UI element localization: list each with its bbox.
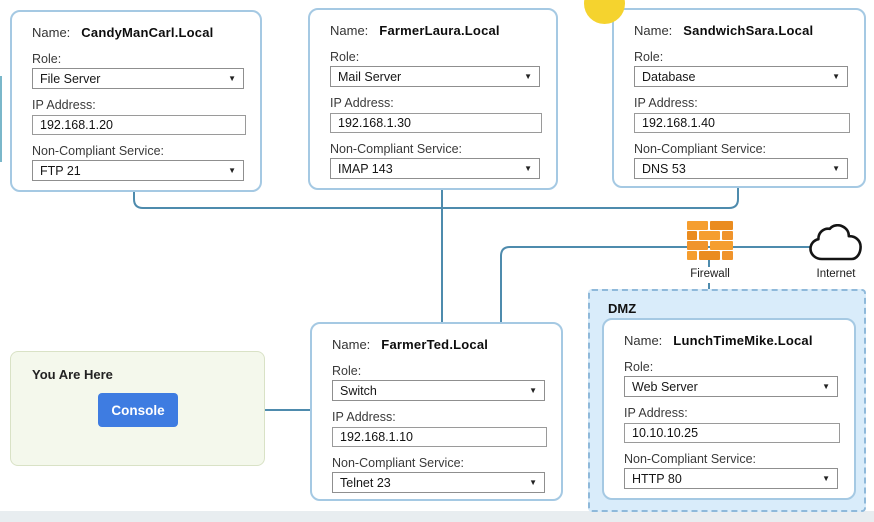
chevron-down-icon: ▼ <box>832 71 840 81</box>
service-select[interactable]: Telnet 23 ▼ <box>332 472 545 493</box>
role-label: Role: <box>634 50 664 64</box>
server-name: SandwichSara.Local <box>683 23 814 38</box>
server-card-farmerted: Name: FarmerTed.Local Role: Switch ▼ IP A… <box>310 322 563 501</box>
name-label: Name: <box>330 23 369 38</box>
service-label: Non-Compliant Service: <box>624 452 756 466</box>
role-select-value: File Server <box>40 71 101 86</box>
role-select[interactable]: Database ▼ <box>634 66 848 87</box>
role-label: Role: <box>330 50 360 64</box>
service-select[interactable]: HTTP 80 ▼ <box>624 468 838 489</box>
chevron-down-icon: ▼ <box>524 163 532 173</box>
chevron-down-icon: ▼ <box>822 381 830 391</box>
service-select-value: HTTP 80 <box>632 471 682 486</box>
name-label: Name: <box>32 25 71 40</box>
server-card-candymancarl: Name: CandyManCarl.Local Role: File Serve… <box>10 10 262 192</box>
server-name-row: Name: FarmerTed.Local <box>332 337 488 352</box>
role-select[interactable]: Mail Server ▼ <box>330 66 540 87</box>
service-select-value: DNS 53 <box>642 161 686 176</box>
ip-label: IP Address: <box>634 96 698 110</box>
name-label: Name: <box>634 23 673 38</box>
service-select[interactable]: FTP 21 ▼ <box>32 160 244 181</box>
lan-bus-wire <box>133 188 739 209</box>
server-name: CandyManCarl.Local <box>81 25 214 40</box>
ip-label: IP Address: <box>624 406 688 420</box>
service-label: Non-Compliant Service: <box>330 142 462 156</box>
service-label: Non-Compliant Service: <box>32 144 164 158</box>
name-label: Name: <box>624 333 663 348</box>
ip-label: IP Address: <box>32 98 96 112</box>
server-card-farmerlaura: Name: FarmerLaura.Local Role: Mail Server… <box>308 8 558 190</box>
role-label: Role: <box>332 364 362 378</box>
role-select[interactable]: Web Server ▼ <box>624 376 838 397</box>
ip-input[interactable] <box>330 113 542 133</box>
server-name: LunchTimeMike.Local <box>673 333 813 348</box>
ip-input[interactable] <box>332 427 547 447</box>
server-name-row: Name: SandwichSara.Local <box>634 23 813 38</box>
firewall-internet-wire <box>500 246 812 322</box>
ip-input[interactable] <box>624 423 840 443</box>
console-panel-title: You Are Here <box>32 367 113 382</box>
service-select[interactable]: IMAP 143 ▼ <box>330 158 540 179</box>
server-name-row: Name: LunchTimeMike.Local <box>624 333 813 348</box>
ip-label: IP Address: <box>330 96 394 110</box>
internet-label: Internet <box>816 268 856 280</box>
service-select-value: Telnet 23 <box>340 475 391 490</box>
chevron-down-icon: ▼ <box>228 73 236 83</box>
chevron-down-icon: ▼ <box>529 385 537 395</box>
role-label: Role: <box>32 52 62 66</box>
firewall-label: Firewall <box>690 268 730 280</box>
chevron-down-icon: ▼ <box>524 71 532 81</box>
service-label: Non-Compliant Service: <box>332 456 464 470</box>
bottom-edge-strip <box>0 511 874 522</box>
service-select-value: FTP 21 <box>40 163 81 178</box>
service-label: Non-Compliant Service: <box>634 142 766 156</box>
role-select[interactable]: File Server ▼ <box>32 68 244 89</box>
internet-cloud-icon <box>806 224 864 264</box>
chevron-down-icon: ▼ <box>822 473 830 483</box>
ip-input[interactable] <box>634 113 850 133</box>
console-panel: You Are Here Console <box>10 351 265 466</box>
service-select-value: IMAP 143 <box>338 161 393 176</box>
role-select-value: Mail Server <box>338 69 402 84</box>
ip-input[interactable] <box>32 115 246 135</box>
name-label: Name: <box>332 337 371 352</box>
server-name-row: Name: CandyManCarl.Local <box>32 25 213 40</box>
firewall-icon <box>687 221 733 261</box>
ip-label: IP Address: <box>332 410 396 424</box>
service-select[interactable]: DNS 53 ▼ <box>634 158 848 179</box>
role-select-value: Database <box>642 69 696 84</box>
chevron-down-icon: ▼ <box>228 165 236 175</box>
role-label: Role: <box>624 360 654 374</box>
server-card-lunchtimemike: Name: LunchTimeMike.Local Role: Web Serve… <box>602 318 856 500</box>
left-edge-wire-fragment <box>0 76 2 162</box>
console-button[interactable]: Console <box>98 393 178 427</box>
server-name-row: Name: FarmerLaura.Local <box>330 23 500 38</box>
role-select-value: Switch <box>340 383 377 398</box>
role-select-value: Web Server <box>632 379 698 394</box>
chevron-down-icon: ▼ <box>832 163 840 173</box>
dmz-label: DMZ <box>608 301 637 316</box>
server-name: FarmerLaura.Local <box>379 23 500 38</box>
chevron-down-icon: ▼ <box>529 477 537 487</box>
server-name: FarmerTed.Local <box>381 337 489 352</box>
role-select[interactable]: Switch ▼ <box>332 380 545 401</box>
server-card-sandwichsara: Name: SandwichSara.Local Role: Database ▼… <box>612 8 866 188</box>
